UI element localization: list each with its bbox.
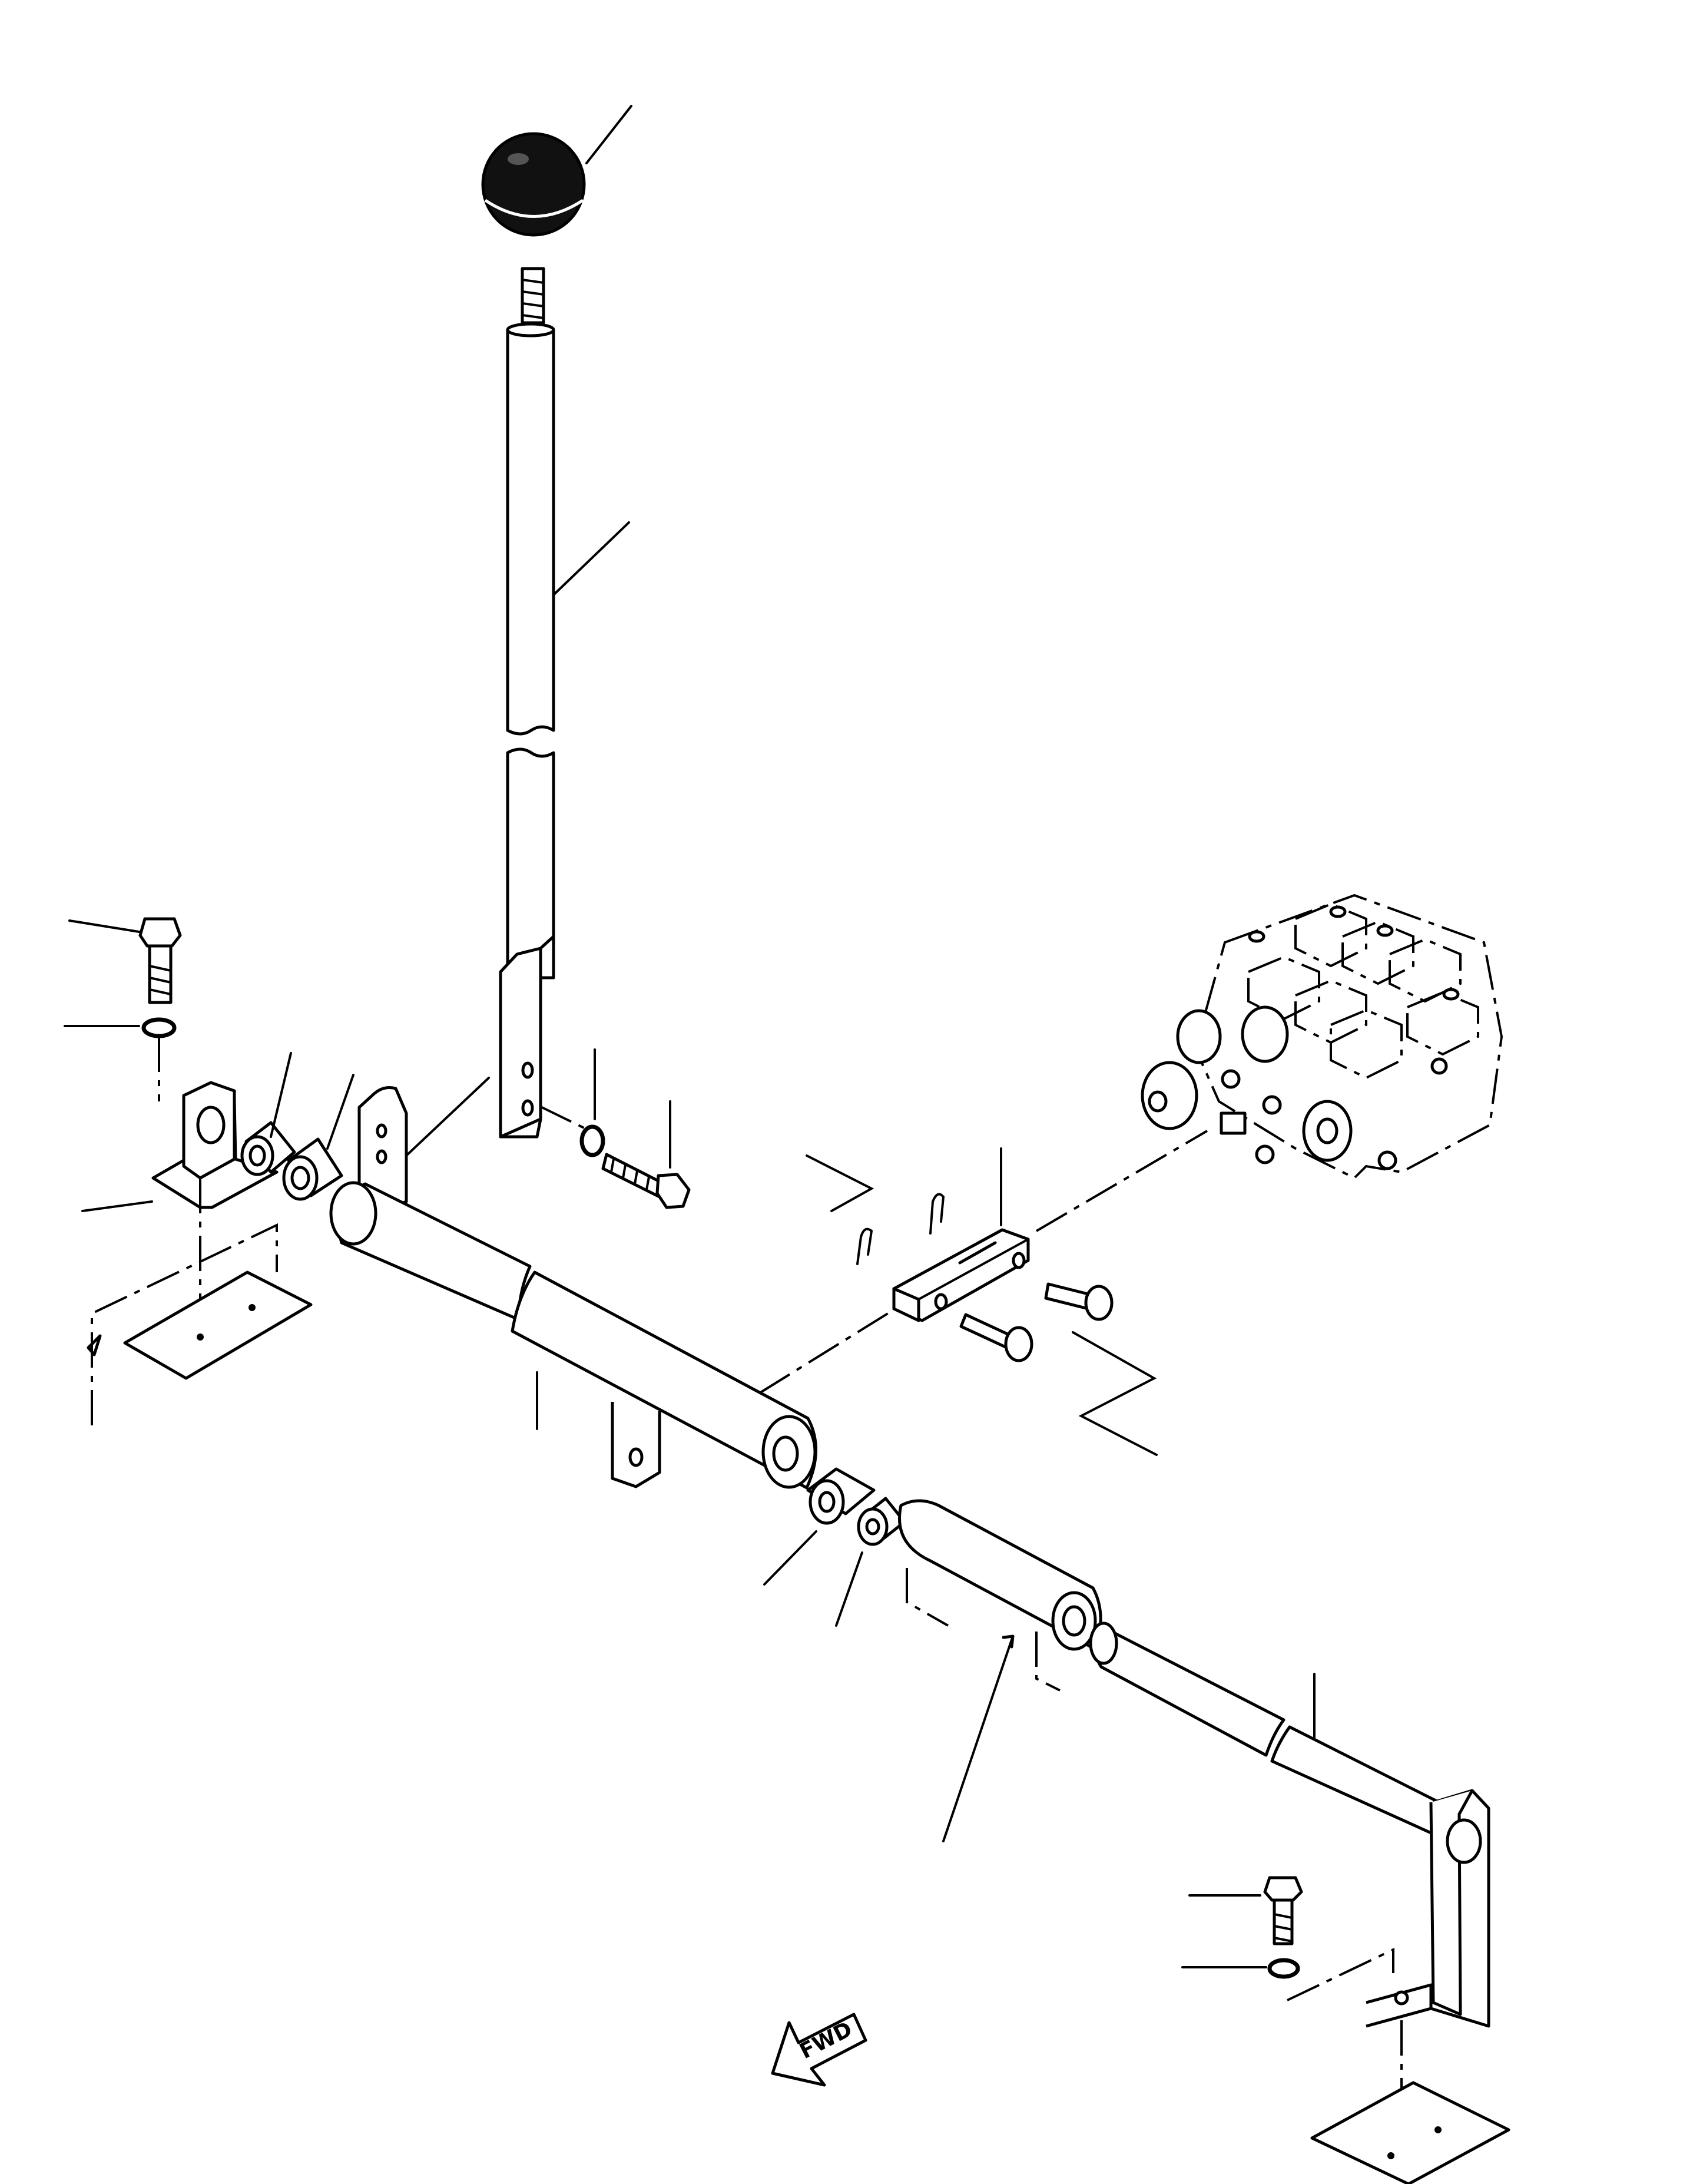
knob-icon: [481, 105, 632, 237]
link-icon: [806, 1130, 1208, 1456]
right-bushing-icon: [763, 1467, 906, 1627]
extension-shaft-icon: [1089, 1622, 1510, 2184]
upper-bolt-icon: [68, 917, 182, 1004]
shaft-icon: [329, 1077, 908, 1490]
left-bushing-icon: [240, 1052, 354, 1201]
lever-pin-bolt-icon: [539, 1048, 691, 1209]
lower-washer-icon: [1181, 1958, 1300, 1979]
lever-icon: [499, 267, 630, 1139]
right-bracket-icon: [898, 1499, 1102, 1842]
washer-icon: [64, 1017, 177, 1038]
forward-arrow-icon: FWD: [771, 2013, 867, 2087]
left-bracket-icon: [81, 1037, 313, 1425]
lower-bolt-icon: [1188, 1876, 1303, 1945]
valve-icon: [1141, 894, 1503, 1180]
